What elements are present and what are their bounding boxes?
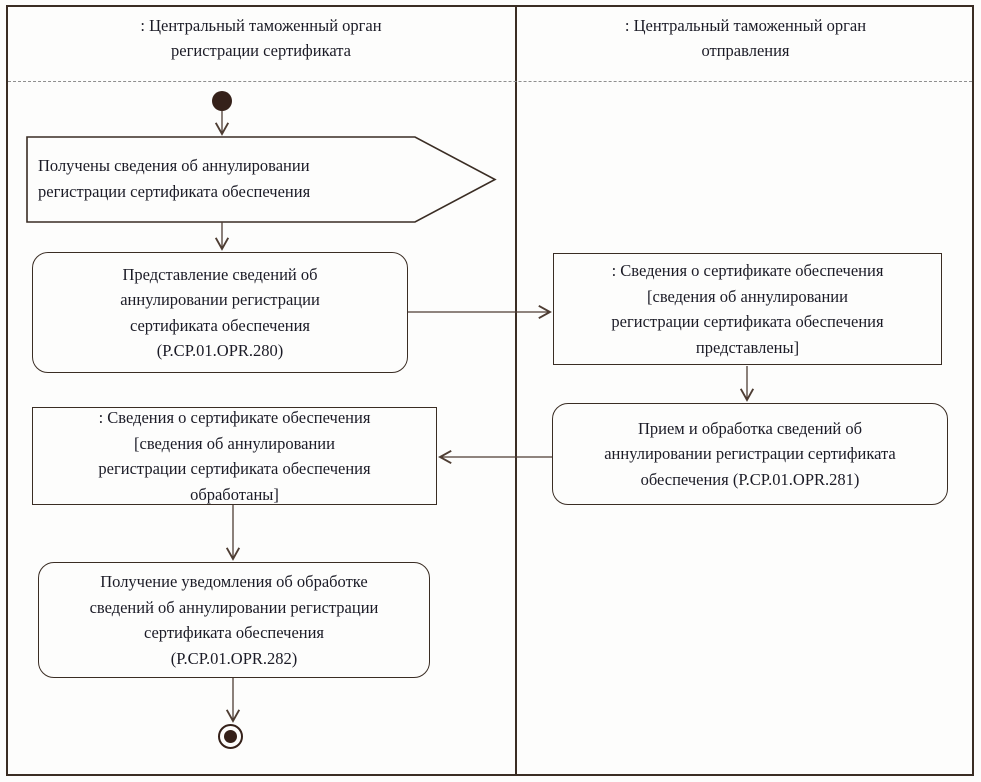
object-node-processed: : Сведения о сертификате обеспечения [св… xyxy=(32,407,437,505)
object-node-presented: : Сведения о сертификате обеспечения [св… xyxy=(553,253,942,365)
final-node xyxy=(218,724,243,749)
lane-header-separator xyxy=(8,81,972,82)
object-node-processed-label: : Сведения о сертификате обеспечения [св… xyxy=(98,408,371,504)
lane-header-departure-authority: : Центральный таможенный орган отправлен… xyxy=(624,16,867,60)
signal-received-label: Получены сведения об аннулировании регис… xyxy=(38,156,311,201)
lane-header-registration-authority: : Центральный таможенный орган регистрац… xyxy=(140,16,382,60)
action-node-opr282: Получение уведомления об обработке сведе… xyxy=(38,562,430,678)
object-node-presented-label: : Сведения о сертификате обеспечения [св… xyxy=(611,261,884,357)
diagram-border xyxy=(6,5,974,776)
action-node-opr281: Прием и обработка сведений об аннулирова… xyxy=(552,403,948,505)
action-node-opr280: Представление сведений об аннулировании … xyxy=(32,252,408,373)
lane-divider xyxy=(515,5,517,776)
initial-node xyxy=(212,91,232,111)
action-node-opr282-label: Получение уведомления об обработке сведе… xyxy=(89,572,379,668)
action-node-opr281-label: Прием и обработка сведений об аннулирова… xyxy=(604,418,896,489)
signal-received-shape xyxy=(26,136,497,223)
action-node-opr280-label: Представление сведений об аннулировании … xyxy=(120,264,320,361)
final-node-core xyxy=(224,730,237,743)
